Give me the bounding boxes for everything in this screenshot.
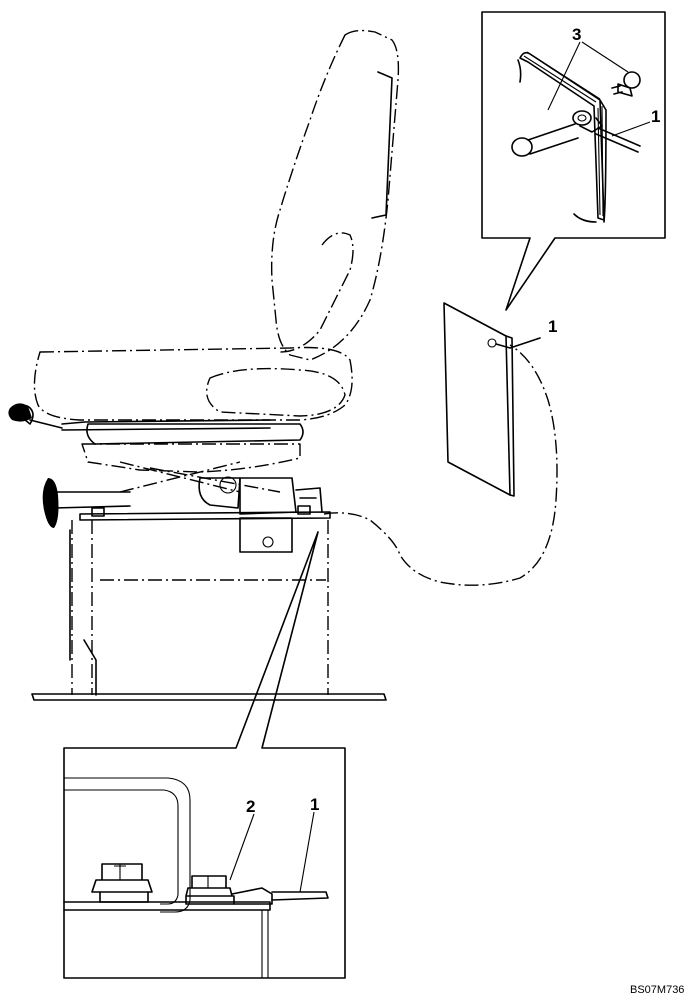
detail-top-wall-layers: [523, 51, 604, 217]
seat-backrest: [271, 29, 400, 361]
detail-bottom-base-inner: [64, 789, 179, 905]
weight-adjust-knob[interactable]: [42, 478, 59, 528]
pedestal-leg: [69, 529, 97, 696]
cable-bracket: [295, 487, 323, 513]
detail-bottom-legs: [261, 910, 269, 978]
operator-seat: [8, 29, 400, 701]
suspension-upper-plate: [86, 423, 304, 445]
seat-cushion: [33, 346, 353, 421]
detail-bottom-plate: [63, 901, 271, 911]
callout-bottom-1: 1: [310, 795, 319, 814]
lower-bracket-hole: [262, 536, 274, 548]
callout-bottom-2: 2: [246, 797, 255, 816]
base-bolt-left: [91, 507, 105, 517]
ground-cable: [323, 344, 558, 586]
slide-lever-grip[interactable]: [8, 403, 32, 422]
seat-backrest-rear-edge: [371, 71, 393, 219]
callout-panel-1: 1: [548, 317, 557, 336]
panel-bolt[interactable]: [487, 338, 497, 348]
washer[interactable]: [623, 71, 641, 89]
detail-bottom-bolt-2[interactable]: [185, 875, 235, 905]
leader-3b: [581, 41, 629, 73]
detail-bottom-bolt-left: [91, 863, 153, 903]
leader-3a: [547, 41, 581, 111]
leader-1-top: [611, 121, 651, 137]
bolt-shank: [527, 123, 579, 155]
seat-base-plate: [79, 511, 331, 521]
callout-top-3: 3: [572, 25, 581, 44]
detail-top-wall-break: [517, 59, 597, 223]
detail-bottom-bolt-left-facets: [114, 864, 126, 880]
leader-1-bottom: [299, 811, 315, 893]
panel-cable-end: [495, 337, 541, 349]
callout-top-1: 1: [651, 107, 660, 126]
detail-top-cable: [595, 127, 641, 153]
seat-armrest: [279, 232, 354, 353]
suspension-bellows: [81, 443, 301, 473]
detail-bottom-cable: [271, 891, 329, 901]
cab-panel: [443, 302, 541, 497]
nut[interactable]: [611, 83, 633, 97]
leader-2: [229, 813, 255, 881]
ring-terminal-hole: [577, 114, 587, 122]
lower-bracket: [239, 517, 293, 553]
bolt-head[interactable]: [511, 137, 533, 157]
detail-bottom-base: [64, 777, 191, 913]
detail-bottom: 2 1: [63, 531, 346, 979]
detail-bottom-terminal: [231, 887, 273, 905]
weight-adjust-shaft: [53, 491, 131, 509]
detail-top: 3 1: [481, 11, 666, 311]
terminal-crimp: [579, 117, 603, 133]
seat-frame-rail: [61, 419, 271, 431]
seat-bolster: [206, 367, 346, 417]
detail-top-frame: [481, 11, 666, 311]
suspension-cylinder: [198, 477, 241, 509]
base-bolt-right: [297, 505, 311, 515]
floor-plate: [31, 693, 387, 701]
suspension-box: [239, 477, 297, 515]
cab-panel-face: [443, 302, 511, 496]
ring-terminal: [572, 110, 592, 126]
cab-panel-edge: [505, 335, 515, 497]
detail-bottom-frame: [63, 531, 346, 979]
suspension-pivot: [219, 476, 237, 494]
figure-code: BS07M736: [630, 984, 684, 996]
